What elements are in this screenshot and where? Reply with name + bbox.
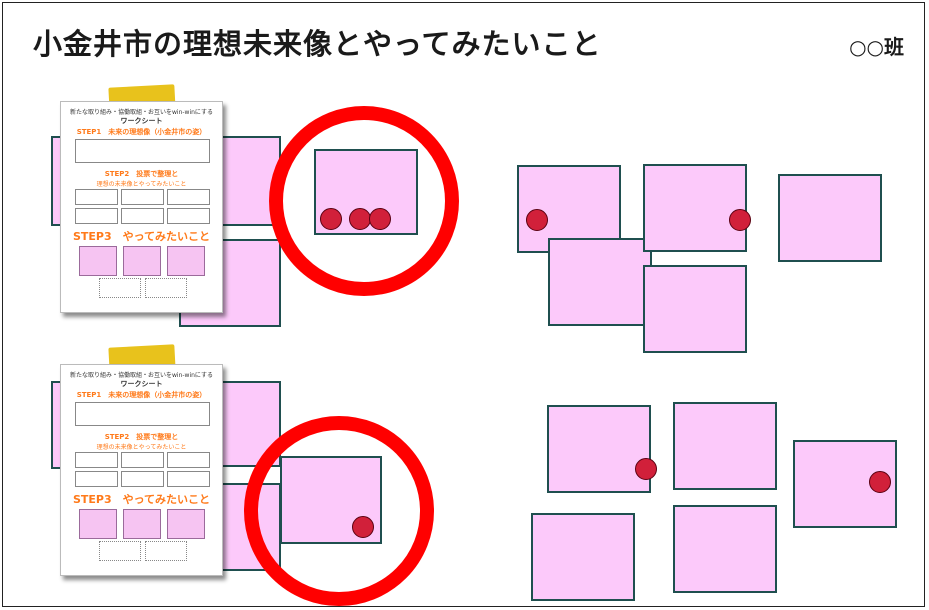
worksheet-step1: STEP1 未来の理想像（小金井市の姿） [76, 128, 207, 136]
worksheet-box [99, 541, 141, 561]
sticky-note[interactable] [548, 238, 652, 326]
worksheet-pink-block [167, 509, 205, 539]
worksheet-pink-block [123, 509, 161, 539]
worksheet-box [75, 208, 118, 224]
vote-dot [369, 208, 391, 230]
sticky-note[interactable] [778, 174, 882, 262]
sticky-note[interactable] [643, 164, 747, 252]
worksheet-step2-sub: 理想の未来像とやってみたいこと [96, 181, 187, 188]
highlight-circle [244, 416, 434, 606]
worksheet-pink-block [79, 509, 117, 539]
slide-title: 小金井市の理想未来像とやってみたいこと [33, 27, 602, 61]
worksheet-step3: STEP3 やってみたいこと [72, 493, 211, 506]
worksheet-step1: STEP1 未来の理想像（小金井市の姿） [76, 391, 207, 399]
vote-dot [352, 516, 374, 538]
worksheet-box [121, 452, 164, 468]
worksheet-box [121, 208, 164, 224]
vote-dot [635, 458, 657, 480]
vote-dot [526, 209, 548, 231]
vote-dot [869, 471, 891, 493]
worksheet-box [145, 541, 187, 561]
vote-dot [320, 208, 342, 230]
sticky-note[interactable] [531, 513, 635, 601]
worksheet-box [145, 278, 187, 298]
worksheet-step2-sub: 理想の未来像とやってみたいこと [96, 444, 187, 451]
group-label: ○○班 [849, 35, 904, 59]
worksheet-thumbnail: 新たな取り組み・協働取組・お互いをwin-winにする ワークシート STEP1… [60, 364, 223, 576]
vote-dot [729, 209, 751, 231]
worksheet-box [99, 278, 141, 298]
worksheet-header-line: 新たな取り組み・協働取組・お互いをwin-winにする [70, 372, 213, 379]
worksheet-header-line: 新たな取り組み・協働取組・お互いをwin-winにする [70, 109, 213, 116]
worksheet-box [121, 189, 164, 205]
worksheet-pink-block [79, 246, 117, 276]
worksheet-box [121, 471, 164, 487]
worksheet-box [167, 208, 210, 224]
worksheet-pink-block [167, 246, 205, 276]
worksheet-box [75, 139, 210, 163]
worksheet-thumbnail: 新たな取り組み・協働取組・お互いをwin-winにする ワークシート STEP1… [60, 101, 223, 313]
worksheet-pink-block [123, 246, 161, 276]
worksheet-box [167, 189, 210, 205]
sticky-note[interactable] [643, 265, 747, 353]
worksheet-title: ワークシート [120, 117, 163, 125]
sticky-note[interactable] [673, 505, 777, 593]
worksheet-step3: STEP3 やってみたいこと [72, 230, 211, 243]
worksheet-step2: STEP2 投票で整理と [104, 170, 179, 178]
worksheet-box [167, 471, 210, 487]
vote-dot [349, 208, 371, 230]
worksheet-box [75, 189, 118, 205]
sticky-note[interactable] [547, 405, 651, 493]
worksheet-box [75, 402, 210, 426]
worksheet-box [167, 452, 210, 468]
sticky-note[interactable] [673, 402, 777, 490]
worksheet-box [75, 452, 118, 468]
highlight-circle [269, 106, 459, 296]
worksheet-step2: STEP2 投票で整理と [104, 433, 179, 441]
worksheet-box [75, 471, 118, 487]
worksheet-title: ワークシート [120, 380, 163, 388]
